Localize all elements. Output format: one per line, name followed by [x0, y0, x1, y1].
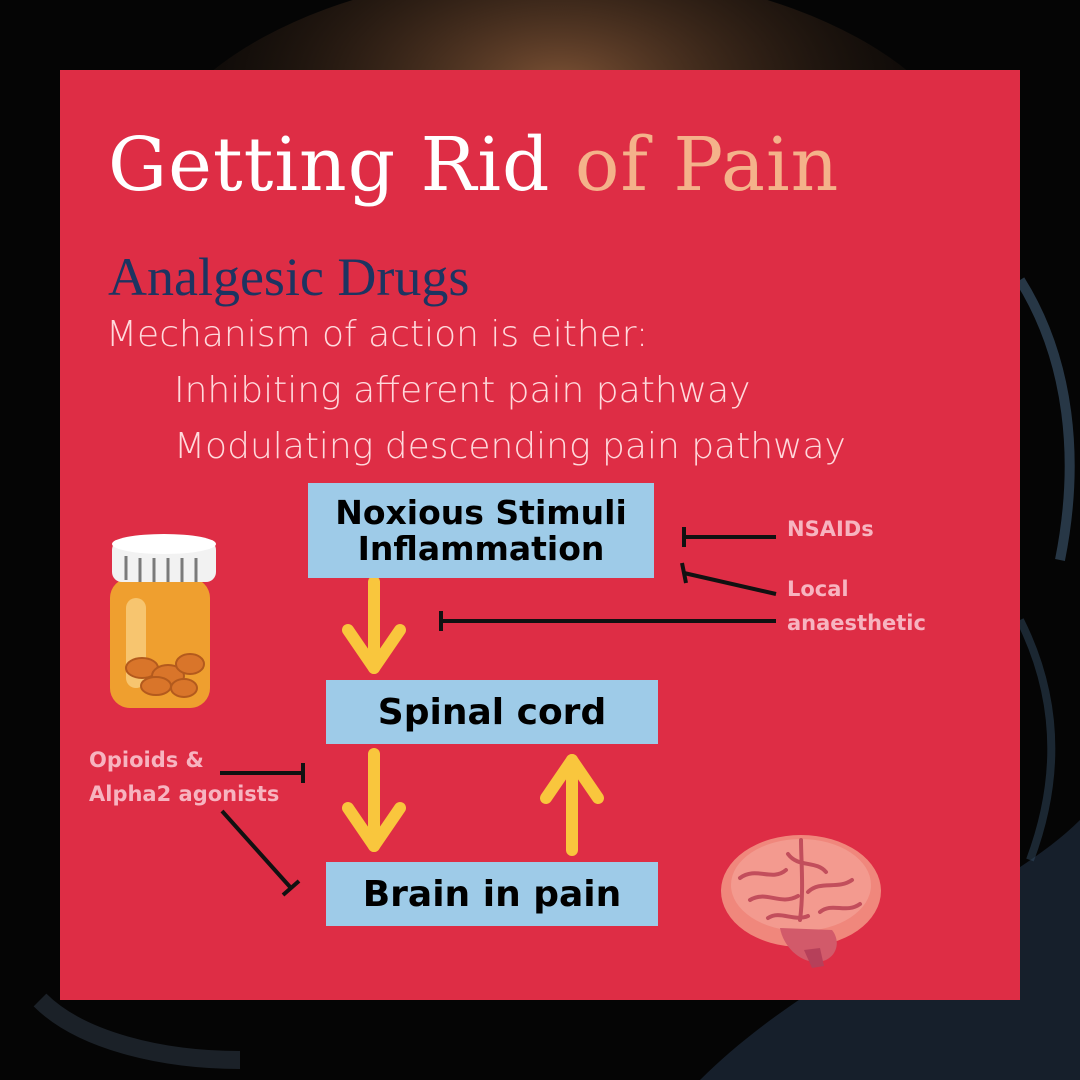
box-noxious-stimuli: Noxious Stimuli Inflammation: [308, 483, 654, 578]
mechanism-intro: Mechanism of action is either:: [106, 314, 649, 355]
content-panel: Getting Rid of Pain Analgesic Drugs Mech…: [60, 70, 1020, 1000]
title-main: Getting Rid: [108, 122, 551, 208]
inhibit-local-noxious-line: [680, 562, 777, 596]
brain-icon: [721, 835, 881, 968]
opioids-line-2: Alpha2 agonists: [89, 781, 280, 806]
subtitle: Analgesic Drugs: [108, 247, 470, 307]
inhibit-opioids-spinal-line: [220, 763, 305, 783]
noxious-line-1: Noxious Stimuli: [335, 492, 627, 532]
page-title: Getting Rid of Pain: [108, 122, 839, 208]
title-accent: of Pain: [574, 122, 840, 208]
mechanism-item-descending: Modulating descending pain pathway: [174, 426, 846, 467]
box-spinal-cord: Spinal cord: [326, 680, 658, 744]
label-nsaids: NSAIDs: [787, 517, 874, 541]
arrow-noxious-to-spinal: [342, 576, 406, 674]
local-line-1: Local: [787, 577, 849, 601]
pill-bottle-icon: [110, 534, 216, 708]
arrow-brain-to-spinal: [540, 754, 604, 856]
flow-connectors: [110, 527, 881, 968]
arrow-spinal-to-brain: [342, 748, 406, 852]
opioids-line-1: Opioids &: [89, 748, 204, 772]
noxious-line-2: Inflammation: [357, 528, 605, 568]
box-brain-in-pain: Brain in pain: [326, 862, 658, 926]
inhibit-local-pathway-line: [439, 611, 776, 631]
inhibit-opioids-brain-line: [220, 809, 301, 897]
label-opioids-alpha2: Opioids & Alpha2 agonists: [89, 744, 279, 811]
label-local-anaesthetic: Local anaesthetic: [787, 573, 926, 640]
inhibit-nsaids-line: [682, 527, 776, 547]
mechanism-item-afferent: Inhibiting afferent pain pathway: [174, 370, 751, 411]
local-line-2: anaesthetic: [787, 610, 926, 635]
